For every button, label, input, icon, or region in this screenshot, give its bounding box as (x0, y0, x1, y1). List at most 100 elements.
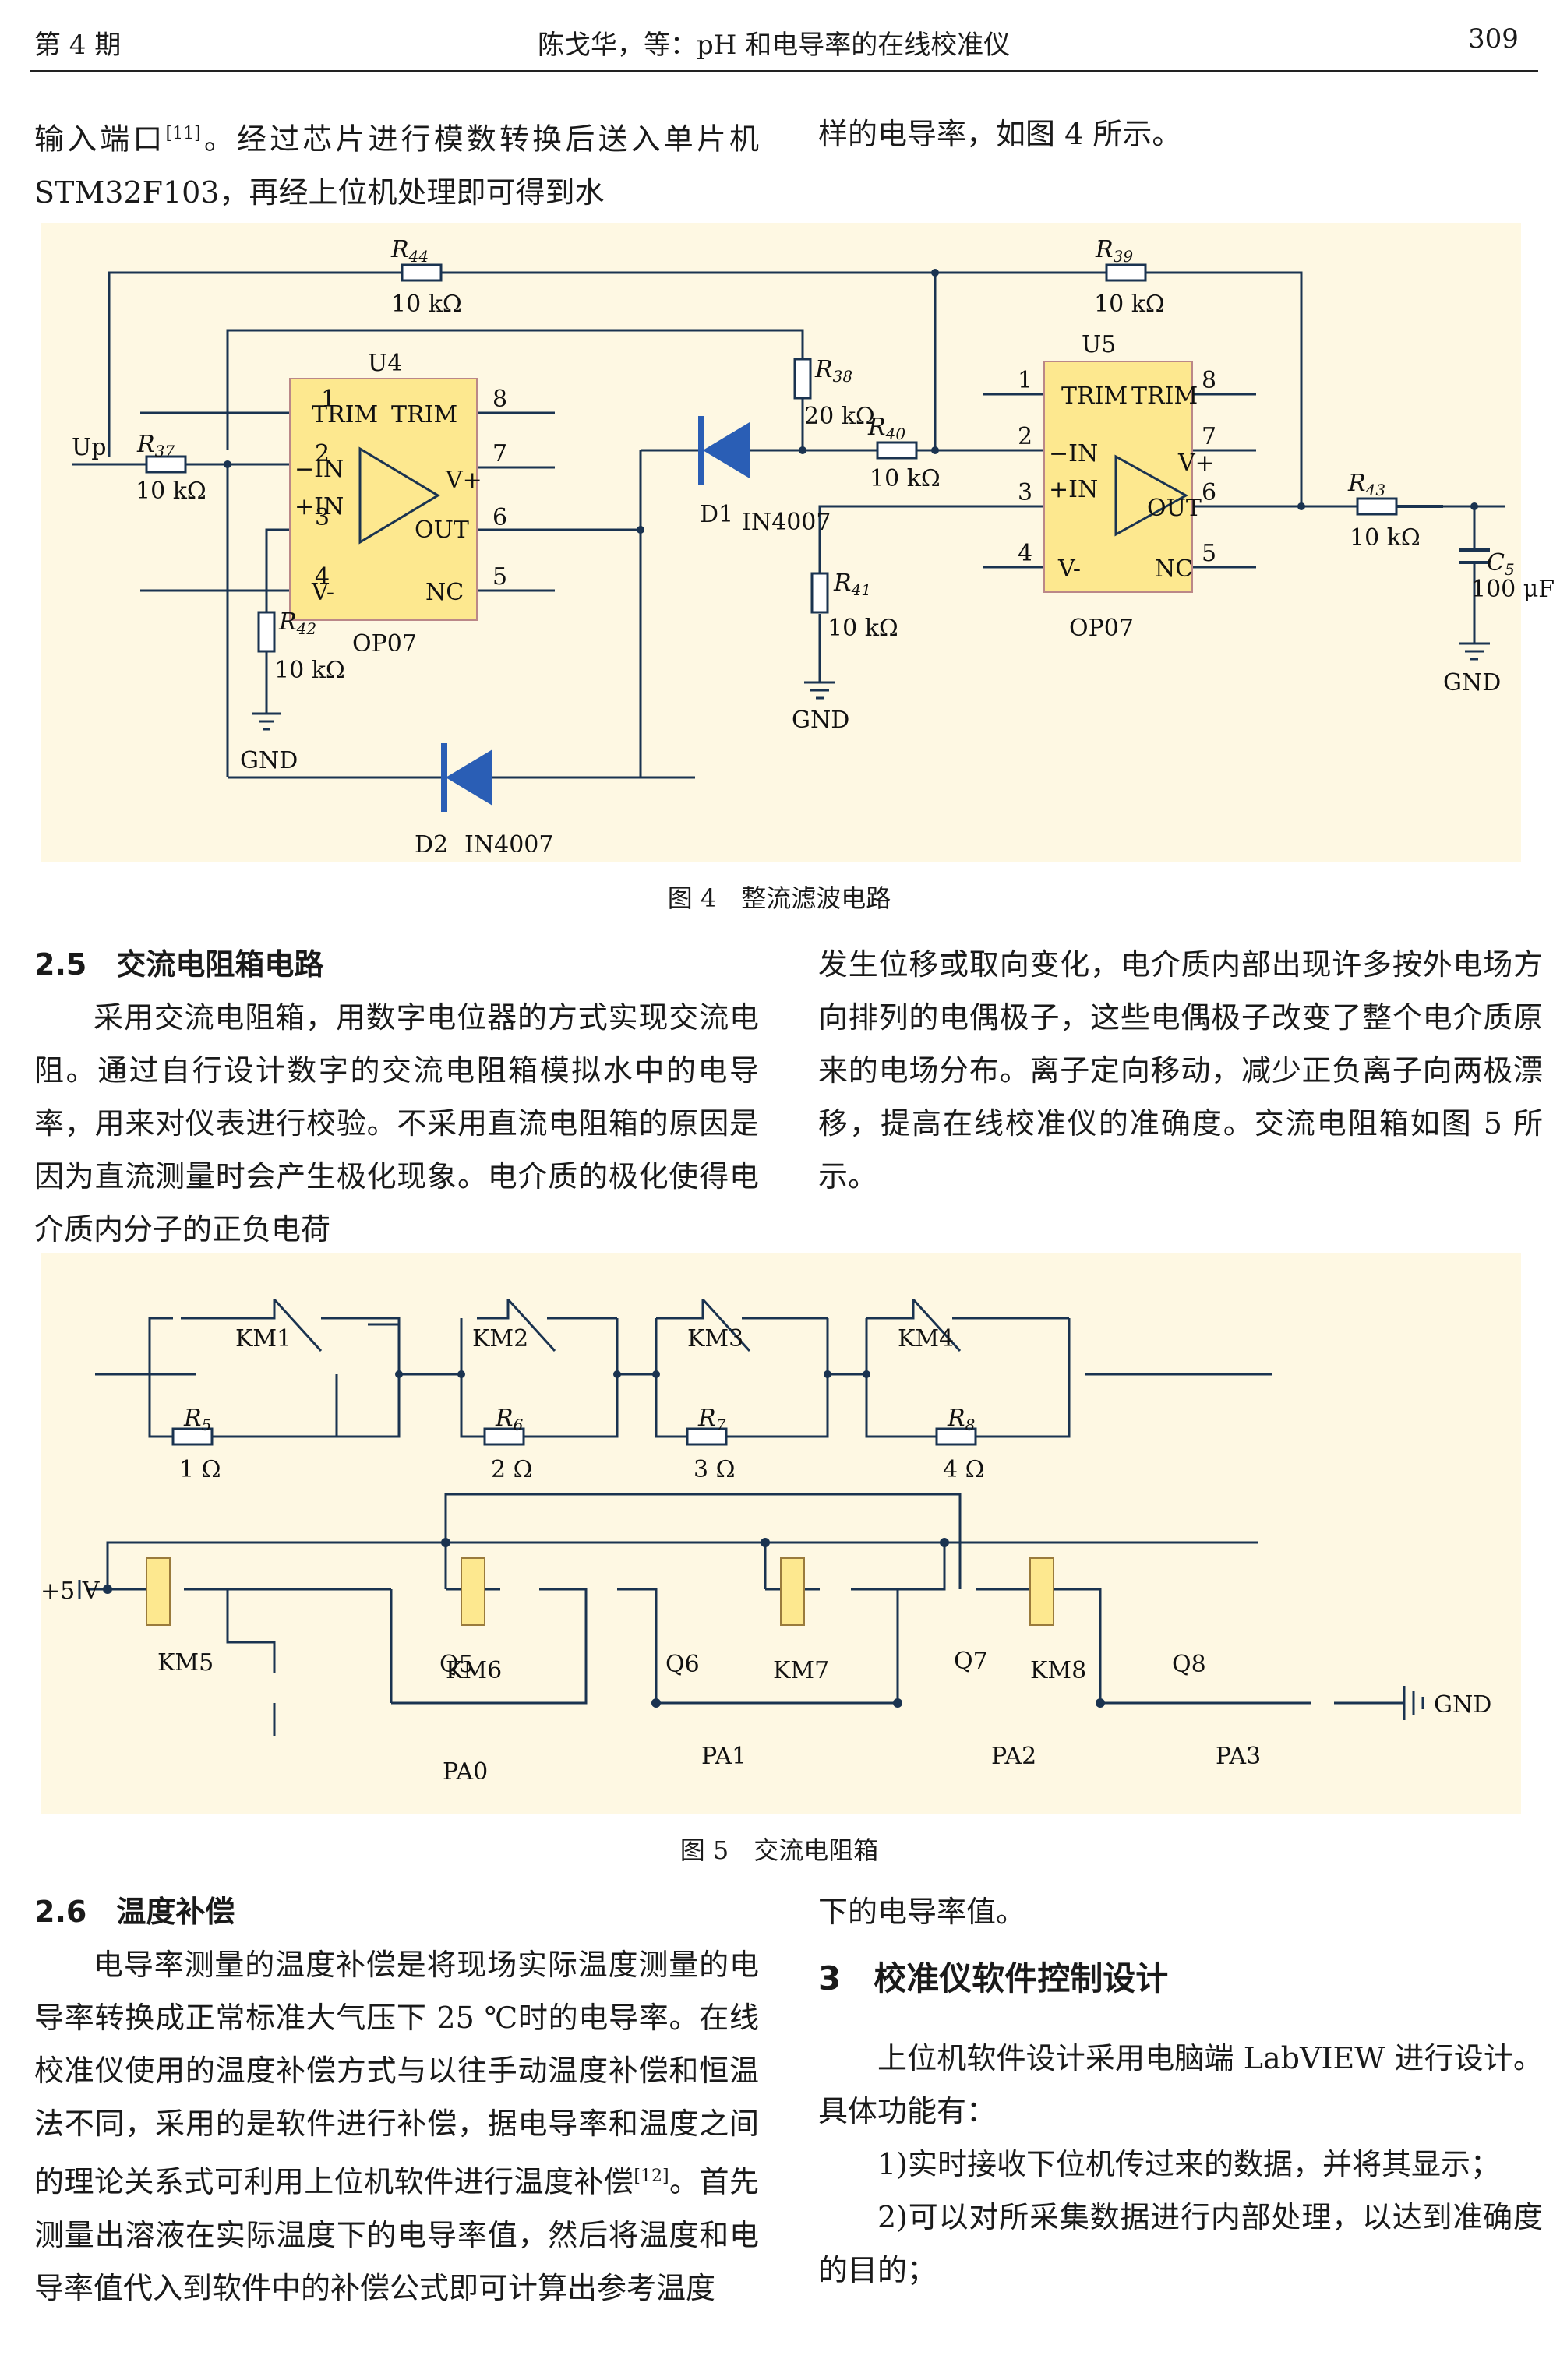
km8-coil (1029, 1557, 1054, 1626)
svg-text:10 kΩ: 10 kΩ (1350, 524, 1421, 552)
svg-text:4: 4 (315, 563, 330, 591)
r37 (145, 455, 187, 474)
svg-text:V-: V- (311, 579, 334, 606)
section-2-6: 2.6 温度补偿 电导率测量的温度补偿是将现场实际温度测量的电导率转换成正常标准… (34, 1895, 759, 2305)
r8 (935, 1427, 977, 1446)
val-r37: 10 kΩ (136, 478, 206, 505)
svg-text:5: 5 (1202, 540, 1216, 567)
r43 (1356, 497, 1398, 516)
section-3: 下的电导率值。 3 校准仪软件控制设计 上位机软件设计采用电脑端 LabVIEW… (818, 1895, 1543, 2287)
svg-text:TRIM: TRIM (1131, 383, 1198, 410)
svg-text:10 kΩ: 10 kΩ (1094, 291, 1165, 318)
svg-text:KM4: KM4 (898, 1325, 954, 1352)
svg-text:1: 1 (321, 386, 336, 413)
svg-text:V+: V+ (445, 467, 482, 494)
km6-coil (461, 1557, 485, 1626)
svg-text:KM1: KM1 (235, 1325, 291, 1352)
svg-text:IN4007: IN4007 (742, 509, 831, 536)
r5 (171, 1427, 214, 1446)
svg-text:KM2: KM2 (472, 1325, 528, 1352)
svg-text:Q5: Q5 (439, 1651, 474, 1678)
svg-text:KM7: KM7 (773, 1657, 829, 1684)
svg-text:R44: R44 (390, 236, 429, 266)
km7-coil (780, 1557, 805, 1626)
svg-text:2: 2 (1018, 423, 1032, 450)
top-right-text: 样的电导率，如图 4 所示。 (818, 117, 1182, 151)
svg-text:100 μF: 100 μF (1471, 576, 1555, 603)
svg-text:5: 5 (492, 563, 507, 591)
svg-text:V+: V+ (1177, 450, 1215, 477)
r41 (810, 572, 829, 614)
svg-text:7: 7 (492, 440, 507, 467)
section-2-5-left: 2.5 交流电阻箱电路 采用交流电阻箱，用数字电位器的方式实现交流电阻。通过自行… (34, 947, 759, 1246)
svg-text:R5: R5 (183, 1405, 211, 1434)
svg-text:NC: NC (425, 579, 464, 606)
svg-text:1 Ω: 1 Ω (179, 1456, 221, 1483)
svg-text:KM5: KM5 (157, 1649, 214, 1677)
figure-5-caption: 图 5 交流电阻箱 (679, 1835, 879, 1865)
svg-text:2 Ω: 2 Ω (491, 1456, 533, 1483)
r44 (401, 263, 443, 282)
svg-text:6: 6 (492, 504, 507, 531)
ground-symbol (78, 1580, 1424, 1720)
svg-text:GND: GND (240, 747, 298, 774)
u5-opamp (1043, 361, 1193, 593)
header-rule (30, 70, 1538, 72)
svg-text:4 Ω: 4 Ω (943, 1456, 985, 1483)
svg-text:Q8: Q8 (1172, 1651, 1206, 1678)
km5-coil (146, 1557, 171, 1626)
svg-text:3 Ω: 3 Ω (694, 1456, 736, 1483)
diode-d2 (441, 743, 492, 812)
svg-text:2: 2 (315, 440, 330, 467)
figure-4: Up R37 10 kΩ R44 10 kΩ R39 10 kΩ R38 20 … (41, 223, 1555, 862)
svg-text:NC: NC (1155, 555, 1193, 583)
svg-text:R7: R7 (697, 1405, 726, 1434)
r6 (483, 1427, 525, 1446)
r7 (686, 1427, 728, 1446)
ground-symbols (252, 642, 1490, 731)
svg-text:−IN: −IN (295, 456, 344, 483)
svg-text:D2: D2 (415, 831, 448, 859)
svg-text:8: 8 (492, 386, 507, 413)
svg-text:OP07: OP07 (1069, 615, 1134, 642)
page-number: 309 (1468, 23, 1519, 55)
svg-text:−IN: −IN (1049, 440, 1098, 467)
svg-text:OP07: OP07 (352, 630, 417, 658)
svg-text:3: 3 (1018, 479, 1032, 506)
svg-text:V-: V- (1057, 555, 1081, 583)
label-r37: R37 (136, 431, 175, 460)
top-left-text: 输入端口[11]。经过芯片进行模数转换后送入单片机 STM32F103，再经上位… (34, 122, 759, 210)
r39 (1105, 263, 1147, 282)
svg-text:R40: R40 (867, 414, 905, 443)
svg-text:GND: GND (1434, 1691, 1491, 1719)
svg-text:OUT: OUT (415, 517, 469, 544)
svg-text:10 kΩ: 10 kΩ (870, 465, 941, 492)
svg-text:U5: U5 (1082, 331, 1116, 358)
svg-text:Q7: Q7 (954, 1648, 988, 1675)
svg-text:8: 8 (1202, 367, 1216, 394)
svg-text:TRIM: TRIM (391, 401, 457, 428)
capacitor-c5 (1459, 548, 1490, 564)
r38 (793, 358, 812, 400)
svg-text:IN4007: IN4007 (464, 831, 553, 859)
svg-text:20 kΩ: 20 kΩ (804, 403, 875, 430)
svg-text:1: 1 (1018, 367, 1032, 394)
svg-text:R39: R39 (1095, 236, 1133, 266)
svg-text:OUT: OUT (1147, 495, 1202, 522)
svg-text:R41: R41 (833, 569, 871, 599)
svg-text:6: 6 (1202, 479, 1216, 506)
svg-text:KM3: KM3 (687, 1325, 743, 1352)
svg-text:R43: R43 (1347, 470, 1385, 499)
running-title: 陈戈华，等：pH 和电导率的在线校准仪 (538, 30, 1011, 61)
issue-number: 第 4 期 (34, 30, 122, 61)
svg-text:+IN: +IN (1049, 476, 1098, 503)
svg-text:10 kΩ: 10 kΩ (391, 291, 462, 318)
svg-text:GND: GND (792, 707, 849, 734)
svg-text:4: 4 (1018, 540, 1032, 567)
svg-text:R6: R6 (495, 1405, 524, 1434)
label-up: Up (72, 434, 107, 461)
svg-text:PA2: PA2 (991, 1743, 1036, 1770)
svg-text:Q6: Q6 (665, 1651, 700, 1678)
